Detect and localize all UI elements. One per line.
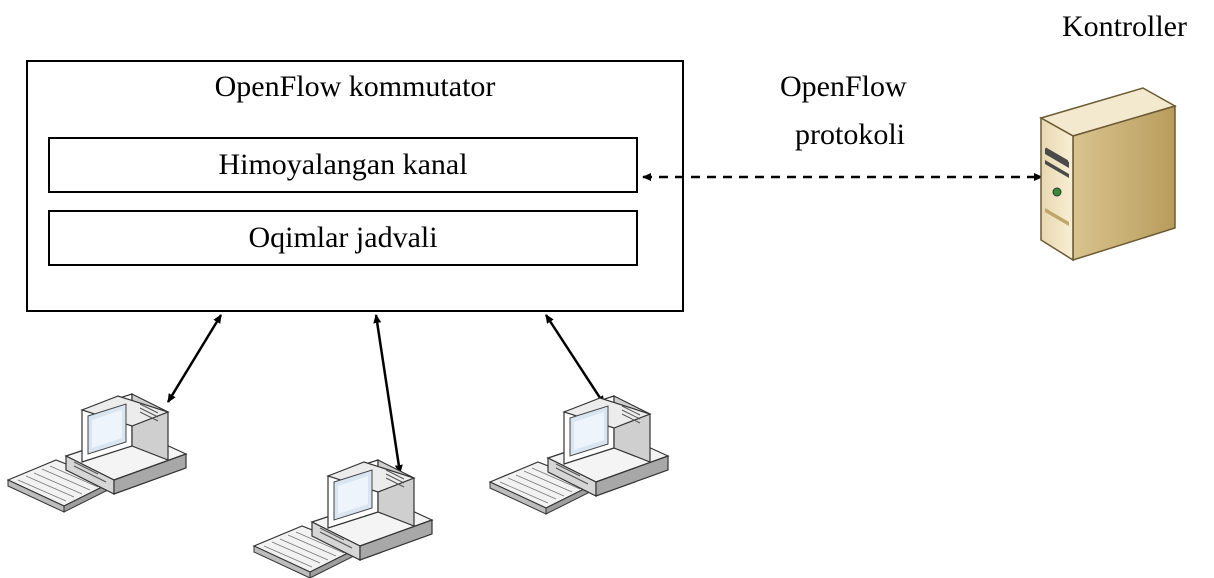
switch-title: OpenFlow kommutator: [214, 70, 496, 103]
workstation-middle-icon: [253, 459, 433, 578]
server-icon: [1039, 87, 1177, 262]
secure-channel-box: Himoyalangan kanal: [48, 137, 638, 193]
flow-table-label: Oqimlar jadvali: [248, 221, 438, 254]
protocol-label-line2: protokoli: [795, 118, 905, 151]
link-switch-pc-right: [544, 314, 606, 405]
link-switch-pc-left: [166, 314, 223, 403]
flow-table-box: Oqimlar jadvali: [48, 210, 638, 266]
workstation-left-icon: [7, 393, 187, 513]
workstation-right-icon: [489, 395, 669, 515]
controller-label: Kontroller: [1062, 10, 1187, 43]
protocol-label-line1: OpenFlow: [780, 70, 907, 103]
link-switch-pc-middle: [373, 314, 403, 474]
secure-channel-label: Himoyalangan kanal: [218, 148, 468, 181]
